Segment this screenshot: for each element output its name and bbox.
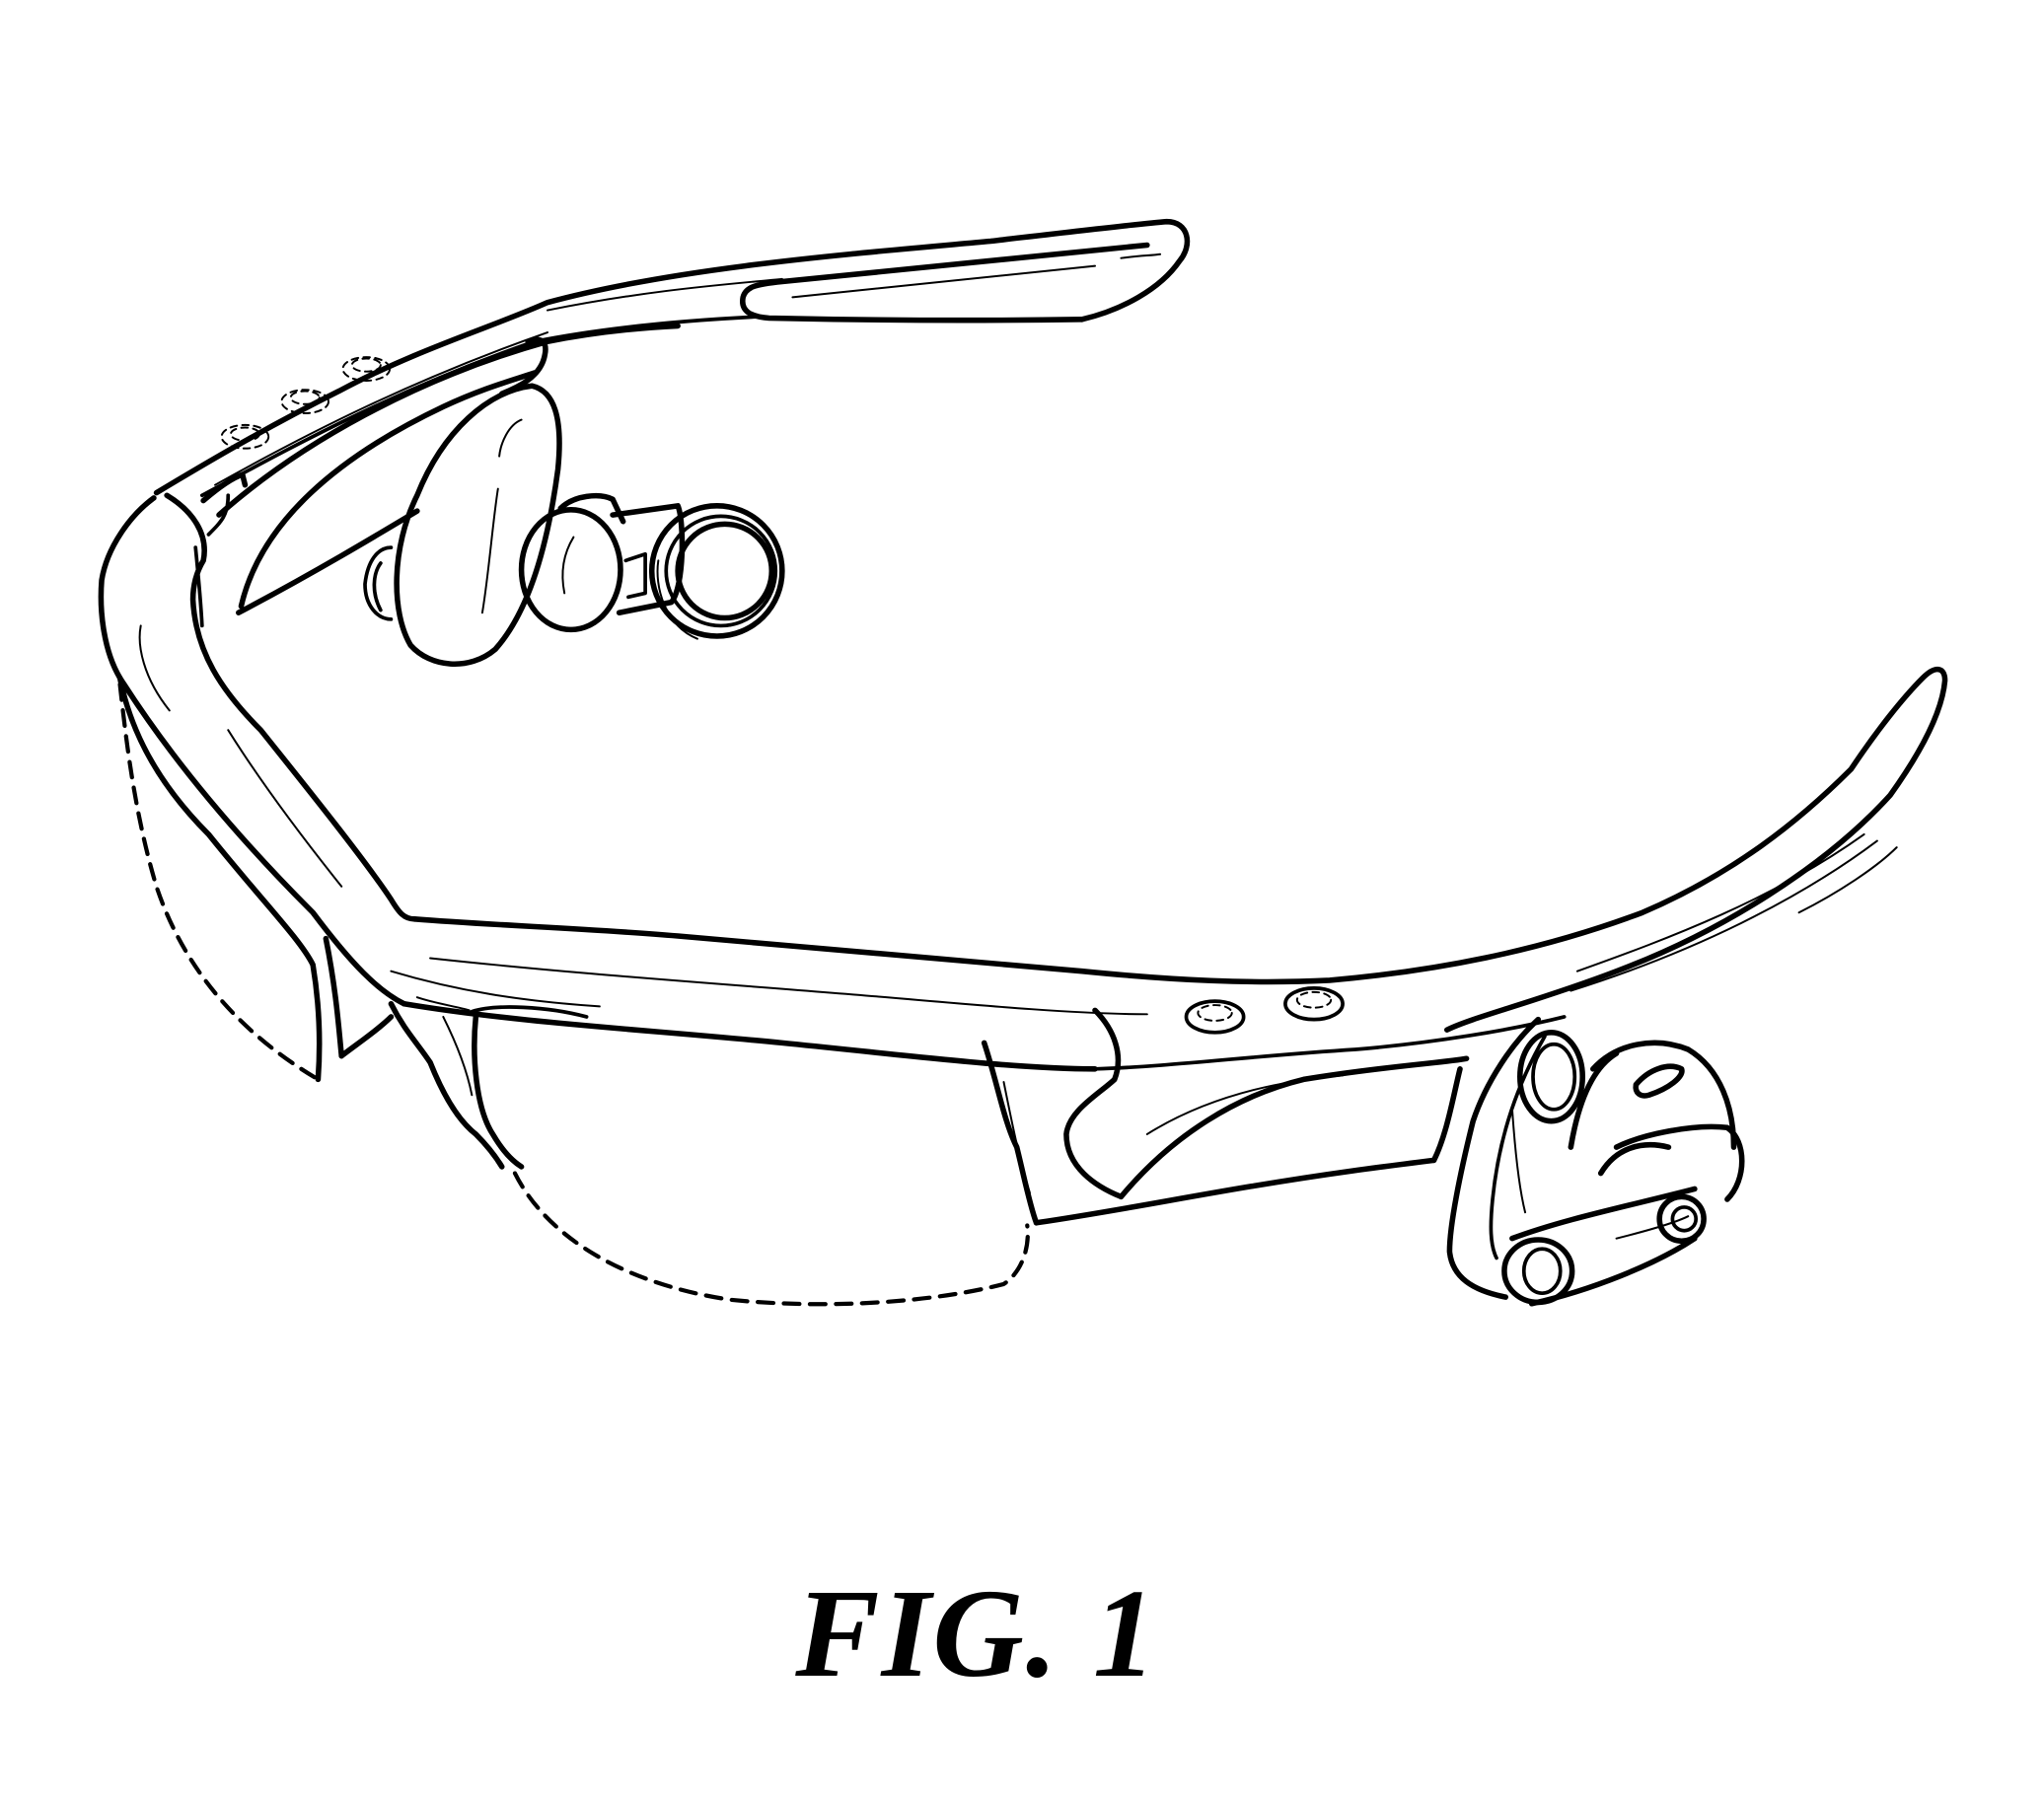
left-hinge: [193, 336, 548, 628]
right-earpiece: [1446, 1016, 1745, 1307]
left-temple-arm: [153, 218, 1191, 518]
left-temple-buttons: [220, 356, 392, 450]
figure-label: FIG. 1: [795, 1563, 1158, 1703]
front-frame: [98, 492, 1948, 1226]
right-temple-buttons: [1184, 986, 1345, 1035]
left-earpiece: [363, 383, 785, 667]
lens-outlines: [117, 682, 1030, 1307]
